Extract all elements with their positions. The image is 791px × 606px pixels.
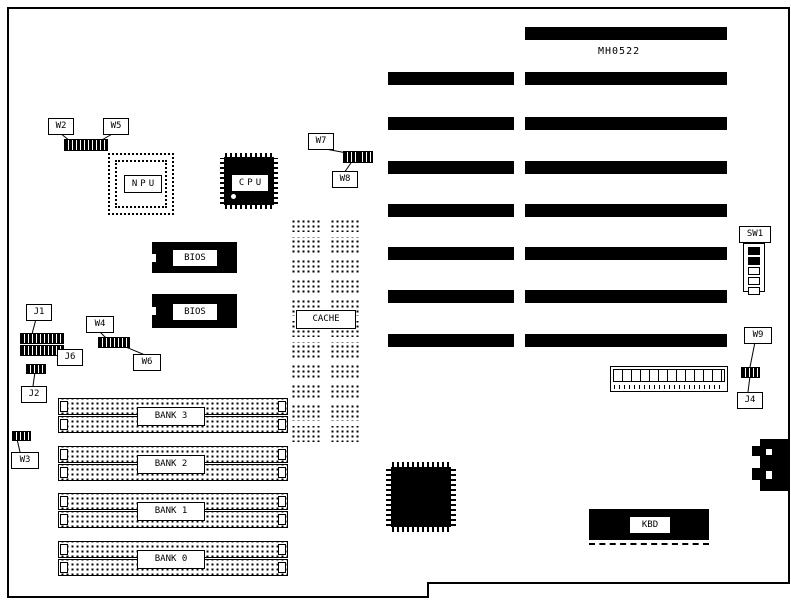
- w9-leader-line: [749, 341, 756, 368]
- gate-array-pins-right: [451, 468, 456, 526]
- bios-chip-top: BIOS: [152, 242, 237, 273]
- cpu-pin1-marker: [231, 194, 236, 199]
- isa-slot-right-5: [525, 204, 727, 217]
- gate-array-pins-top: [392, 462, 450, 467]
- j2-leader-line: [32, 371, 36, 387]
- w3-leader-line: [16, 438, 21, 453]
- npu-socket-inner: [115, 160, 167, 208]
- w8-jumper-block: [358, 151, 373, 163]
- w8-label: W8: [332, 171, 358, 188]
- j4-label: J4: [737, 392, 763, 409]
- sw1-switch-cell-4: [748, 277, 760, 285]
- w2-w5-jumper-block: [64, 139, 108, 151]
- kbd-chip: KBD: [589, 509, 709, 540]
- w4-w6-jumper-block: [98, 337, 130, 348]
- gate-array-pins-left: [386, 468, 391, 526]
- j2-label: J2: [21, 386, 47, 403]
- isa-slot-left-4: [388, 204, 514, 217]
- bank1-label: BANK 1: [137, 502, 205, 521]
- isa-slot-left-3: [388, 161, 514, 174]
- cpu-pins-top: [225, 153, 273, 158]
- bank3-label: BANK 3: [137, 407, 205, 426]
- kbd-dashed-line: [589, 543, 709, 545]
- cpu-chip: CPU: [220, 153, 278, 209]
- power-connector-pins: [613, 369, 725, 382]
- kbd-label: KBD: [629, 516, 671, 534]
- isa-slot-right-8: [525, 334, 727, 347]
- isa-slot-right-3: [525, 117, 727, 130]
- j2-jumper-block: [26, 364, 46, 374]
- isa-slot-right-7: [525, 290, 727, 303]
- npu-socket: NPU: [108, 153, 174, 215]
- j4-leader-line: [747, 375, 751, 393]
- power-connector: [610, 366, 728, 392]
- bios-bottom-label: BIOS: [172, 303, 218, 321]
- sw1-switch-cell-2: [748, 257, 760, 265]
- isa-slot-left-6: [388, 290, 514, 303]
- cache-array: CACHE: [291, 219, 361, 442]
- w4-label: W4: [86, 316, 114, 333]
- port-detail-2: [766, 471, 772, 479]
- board-outline: [7, 7, 790, 598]
- port-tab-1: [752, 446, 761, 456]
- j1-leader-line: [31, 318, 37, 335]
- cpu-pins-right: [273, 158, 278, 204]
- cpu-label: CPU: [231, 174, 269, 192]
- cache-column-left: [291, 219, 322, 442]
- isa-slot-right-6: [525, 247, 727, 260]
- bank2-socket-row1: [58, 446, 288, 463]
- isa-slot-right-1: [525, 27, 727, 40]
- gate-array-chip: [386, 462, 456, 532]
- isa-slot-right-4: [525, 161, 727, 174]
- cpu-pins-bottom: [225, 204, 273, 209]
- isa-slot-left-1: [388, 72, 514, 85]
- w6-label: W6: [133, 354, 161, 371]
- cpu-pins-left: [220, 158, 225, 204]
- cache-label: CACHE: [296, 310, 356, 329]
- bios-chip-bottom: BIOS: [152, 294, 237, 328]
- port-detail-1: [766, 449, 772, 455]
- w7-jumper-block: [343, 151, 358, 163]
- isa-slot-left-7: [388, 334, 514, 347]
- w2-label: W2: [48, 118, 74, 135]
- isa-slot-right-2: [525, 72, 727, 85]
- w9-label: W9: [744, 327, 772, 344]
- cache-column-right: [330, 219, 361, 442]
- j1-header-row1: [20, 333, 64, 344]
- npu-label: NPU: [124, 175, 162, 193]
- bios-top-label: BIOS: [172, 249, 218, 267]
- w3-label: W3: [11, 452, 39, 469]
- sw1-dip-switch: [743, 243, 765, 295]
- w9-j4-jumper-block: [741, 367, 760, 378]
- sw1-switch-cell-3: [748, 267, 760, 275]
- isa-slot-left-5: [388, 247, 514, 260]
- sw1-switch-cell-5: [748, 287, 760, 295]
- model-number-label: MH0522: [598, 46, 641, 57]
- w7-label: W7: [308, 133, 334, 150]
- external-port-connector: [760, 439, 790, 491]
- isa-slot-left-2: [388, 117, 514, 130]
- gate-array-body: [391, 467, 451, 527]
- j6-label: J6: [57, 349, 83, 366]
- port-tab-2: [752, 468, 761, 480]
- bank2-label: BANK 2: [137, 455, 205, 474]
- bank0-label: BANK 0: [137, 550, 205, 569]
- j1-label: J1: [26, 304, 52, 321]
- w3-jumper-block: [12, 431, 31, 441]
- sw1-label: SW1: [739, 226, 771, 243]
- sw1-switch-cell-1: [748, 247, 760, 255]
- power-connector-ticks: [614, 385, 724, 389]
- gate-array-pins-bottom: [392, 527, 450, 532]
- w5-label: W5: [103, 118, 129, 135]
